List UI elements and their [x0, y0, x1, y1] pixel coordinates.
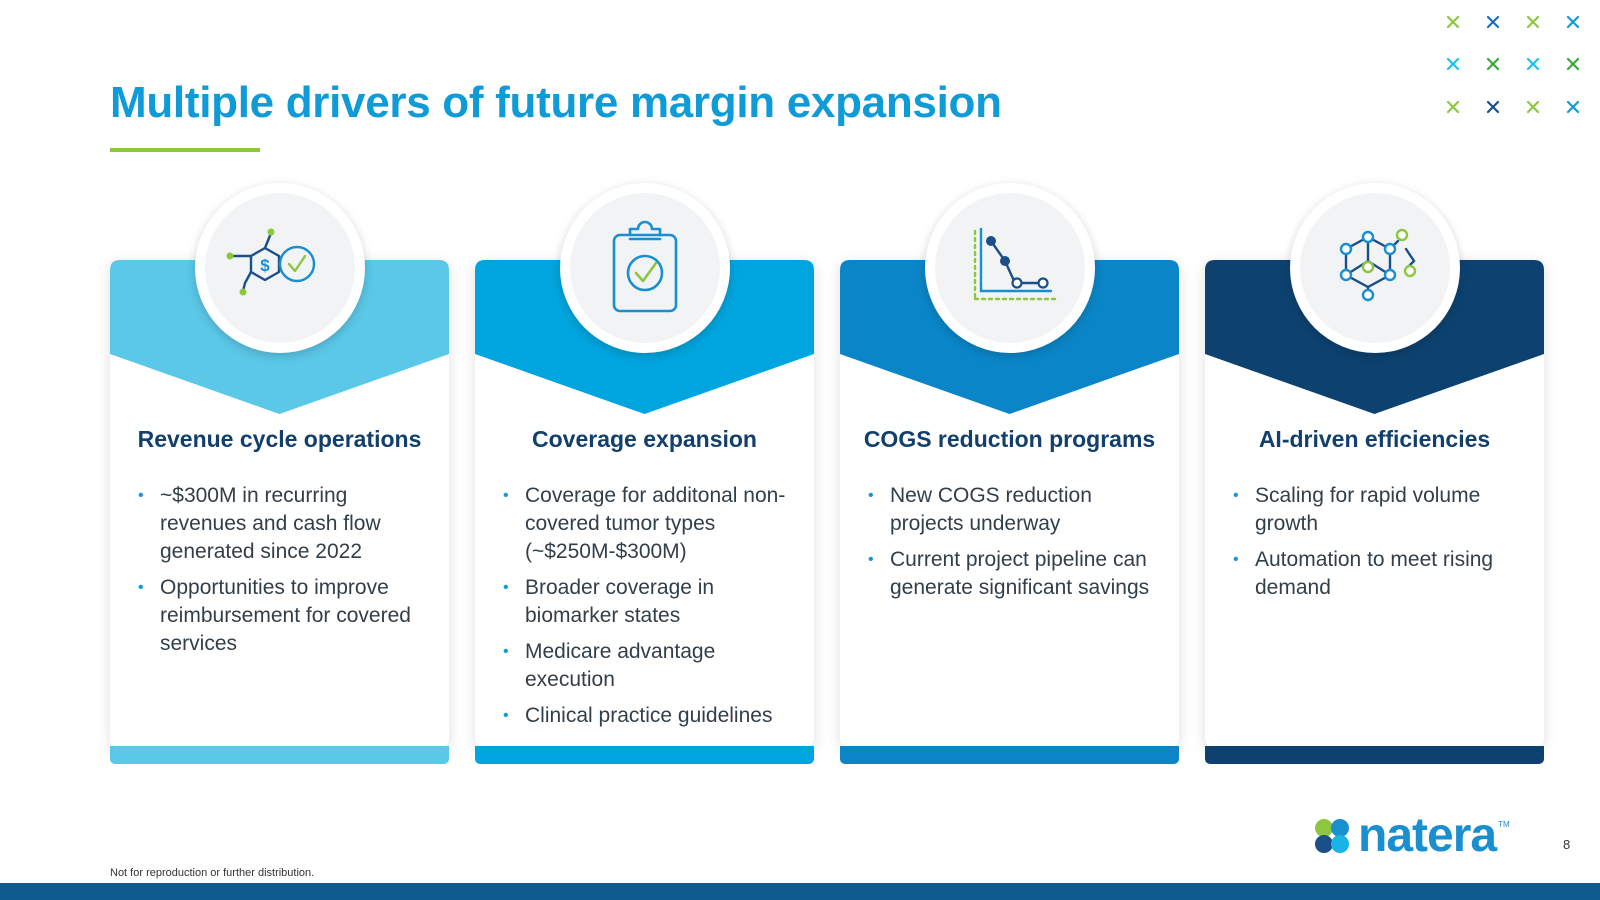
page-number: 8 [1563, 837, 1571, 852]
bottom-bar [0, 883, 1600, 900]
trademark: TM [1498, 820, 1510, 829]
revenue-cycle-icon: $ [226, 228, 316, 296]
clipboard-check-icon [612, 220, 678, 313]
clover-logo-icon [1315, 819, 1349, 853]
list-item: New COGS reduction projects underway [868, 482, 1168, 538]
icon-badge: $ [195, 183, 365, 353]
title-underline [110, 148, 260, 152]
card-coverage-expansion: Coverage expansion Coverage for additona… [475, 183, 814, 764]
footnote: Not for reproduction or further distribu… [110, 867, 315, 879]
card-title: Revenue cycle operations [137, 426, 422, 452]
icon-badge [1290, 183, 1460, 353]
list-item: Broader coverage in biomarker states [503, 574, 803, 630]
bullet-list: ~$300M in recurring revenues and cash fl… [138, 482, 438, 666]
list-item: Opportunities to improve reimbursement f… [138, 574, 438, 658]
card-footer-bar [840, 746, 1179, 764]
svg-text:$: $ [260, 256, 270, 275]
card-title: COGS reduction programs [863, 426, 1156, 452]
icon-badge [560, 183, 730, 353]
card-footer-bar [1205, 746, 1544, 764]
bullet-list: Coverage for additonal non-covered tumor… [503, 482, 803, 738]
icon-badge [925, 183, 1095, 353]
list-item: Coverage for additonal non-covered tumor… [503, 482, 803, 566]
bullet-list: Scaling for rapid volume growth Automati… [1233, 482, 1533, 610]
list-item: ~$300M in recurring revenues and cash fl… [138, 482, 438, 566]
slide-title: Multiple drivers of future margin expans… [110, 78, 1002, 127]
list-item: Current project pipeline can generate si… [868, 546, 1168, 602]
list-item: Automation to meet rising demand [1233, 546, 1533, 602]
card-ai-efficiencies: AI-driven efficiencies Scaling for rapid… [1205, 183, 1544, 764]
list-item: Scaling for rapid volume growth [1233, 482, 1533, 538]
list-item: Clinical practice guidelines [503, 702, 803, 730]
cross-pattern-icon [1447, 15, 1580, 114]
card-cogs-reduction: COGS reduction programs New COGS reducti… [840, 183, 1179, 764]
natera-logo: natera TM [1312, 812, 1510, 860]
card-title: Coverage expansion [532, 426, 757, 452]
card-footer-bar [110, 746, 449, 764]
card-footer-bar [475, 746, 814, 764]
bullet-list: New COGS reduction projects underway Cur… [868, 482, 1168, 610]
cost-decline-chart-icon [973, 227, 1057, 301]
network-hexagon-icon [1339, 228, 1417, 302]
list-item: Medicare advantage execution [503, 638, 803, 694]
card-title: AI-driven efficiencies [1258, 426, 1491, 452]
logo-wordmark: natera [1358, 809, 1497, 862]
card-revenue-cycle: $ Revenue cycle operations ~$300M in rec… [110, 183, 449, 764]
